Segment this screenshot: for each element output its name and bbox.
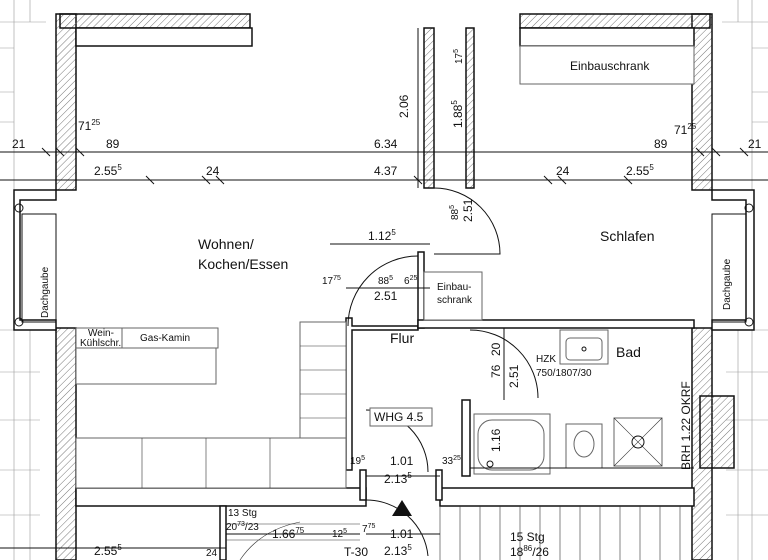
wine-fridge-label-1: Wein- — [88, 328, 114, 339]
dim-21-right: 21 — [748, 137, 762, 151]
dim-89-left: 89 — [106, 137, 120, 151]
wall-stair-right — [435, 469, 443, 501]
dim-71-right: 7125 — [674, 122, 697, 137]
dim-89-right: 89 — [654, 137, 668, 151]
dim-112: 1.125 — [368, 228, 396, 243]
wall-stair-lower — [219, 505, 227, 560]
dimension-lines — [0, 28, 768, 549]
dim-188: 1.885 — [450, 100, 465, 128]
wall-bad-top — [417, 319, 695, 329]
dim-251-b: 2.51 — [374, 289, 398, 303]
dim-251-a: 2.51 — [461, 198, 475, 222]
wine-fridge-label-2: Kühlschr. — [80, 338, 121, 349]
heater-label-1: HZK — [536, 354, 556, 365]
kitchen-block — [75, 347, 217, 385]
dormer-right-window — [711, 213, 747, 323]
dim-6-mid: 625 — [404, 275, 417, 287]
dim-255-left: 2.555 — [94, 163, 122, 178]
dim-7: 775 — [362, 523, 375, 535]
wardrobe-mid — [423, 271, 483, 321]
dim-213-b: 2.135 — [384, 543, 412, 558]
kitchen-counter — [75, 437, 347, 489]
door-swings — [347, 187, 539, 557]
room-wohnen-label: Wohnen/ — [198, 236, 254, 252]
window-bad — [699, 395, 735, 469]
dim-24-left: 24 — [206, 164, 220, 178]
dim-437: 4.37 — [374, 164, 398, 178]
dim-166: 1.6675 — [272, 526, 305, 541]
dormer-left-window — [21, 213, 57, 323]
door-wohnen — [347, 255, 419, 327]
dormer-left-label: Dachgaube — [40, 266, 51, 318]
heater-label-2: 750/1807/30 — [536, 368, 592, 379]
sill-top-left — [75, 27, 253, 47]
dim-101-a: 1.01 — [390, 454, 414, 468]
room-flur-label: Flur — [390, 330, 414, 346]
door-rating-label: T-30 — [344, 545, 368, 559]
room-kochen-label: Kochen/Essen — [198, 256, 288, 272]
up-arrow-icon — [392, 500, 412, 516]
dim-213-a: 2.135 — [384, 471, 412, 486]
dim-255-right: 2.555 — [626, 163, 654, 178]
wall-middle — [423, 27, 435, 189]
room-bad-label: Bad — [616, 344, 641, 360]
stair-right-label-1: 15 Stg — [510, 530, 545, 544]
dim-20: 20 — [489, 342, 503, 356]
bathroom — [470, 329, 735, 475]
wall-stair-left — [359, 469, 367, 501]
wardrobe-top-label: Einbauschrank — [570, 59, 650, 73]
kitchen — [75, 321, 347, 489]
wardrobe-mid-label-2: schrank — [437, 295, 473, 306]
brh-label: BRH 1.22 OKRF — [679, 381, 693, 470]
dim-24-bottom: 24 — [206, 548, 218, 559]
stair-left-label-2: 2073/23 — [226, 521, 259, 533]
dim-19: 195 — [350, 455, 365, 467]
dim-21-left: 21 — [12, 137, 26, 151]
dim-251-c: 2.51 — [507, 364, 521, 388]
whg-box — [369, 407, 433, 427]
stair-left-label-1: 13 Stg — [228, 508, 257, 519]
gas-fireplace-label: Gas-Kamin — [140, 333, 190, 344]
wardrobe-top — [519, 45, 695, 85]
whg-label: WHG 4.5 — [374, 410, 424, 424]
dim-101-b: 1.01 — [390, 527, 414, 541]
dim-24-right: 24 — [556, 164, 570, 178]
door-bad — [469, 329, 539, 399]
interior-walls — [75, 251, 695, 560]
dim-255-bottom: 2.555 — [94, 543, 122, 558]
room-schlafen-label: Schlafen — [600, 228, 654, 244]
door-schlafen — [433, 187, 501, 255]
stairs — [226, 506, 681, 560]
dim-88-mid: 885 — [378, 275, 393, 287]
wall-flur-left — [345, 317, 419, 471]
dormers — [13, 189, 755, 331]
dim-33: 3325 — [442, 455, 461, 467]
dim-634: 6.34 — [374, 137, 398, 151]
wall-bad-left — [461, 399, 471, 477]
stair-right-label-2: 1886/26 — [510, 544, 549, 559]
dim-17-mid: 1775 — [322, 275, 341, 287]
dim-206: 2.06 — [397, 94, 411, 118]
dim-12: 125 — [332, 528, 347, 540]
dim-88-vertical: 885 — [449, 205, 461, 220]
wardrobe-mid-label-1: Einbau- — [437, 282, 471, 293]
dormer-right-label: Dachgaube — [722, 258, 733, 310]
kitchen-column — [299, 321, 347, 445]
dim-116: 1.16 — [489, 428, 503, 452]
dim-76: 76 — [489, 364, 503, 378]
dim-17-top: 175 — [453, 49, 465, 64]
dim-71-left: 7125 — [78, 118, 101, 133]
